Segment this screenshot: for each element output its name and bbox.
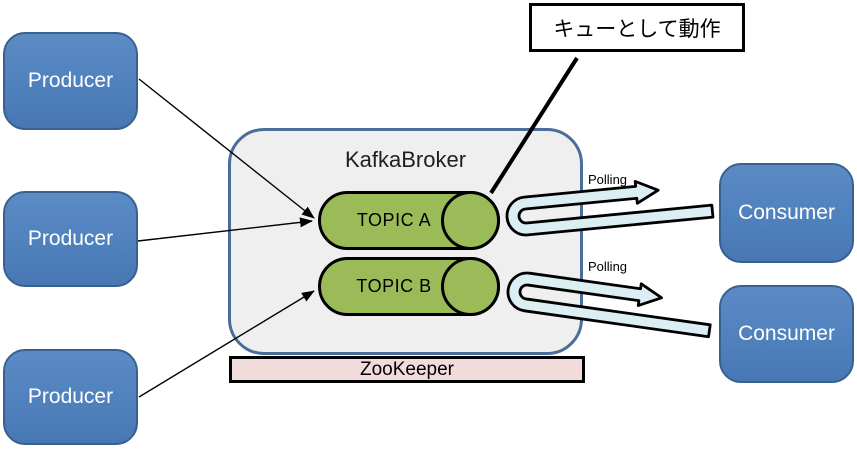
polling-label-1: Polling [588,172,628,187]
zookeeper-bar: ZooKeeper [229,356,585,383]
producer-box-3: Producer [3,349,138,445]
zookeeper-label: ZooKeeper [359,358,454,380]
producer-box-1: Producer [3,32,138,130]
topic-b-label: TOPIC B [356,276,432,296]
annotation-label: キューとして動作 [553,17,721,41]
producer-3-label: Producer [27,385,114,408]
topic-a-end-cap [441,191,500,250]
producer-box-2: Producer [3,191,138,287]
kafka-broker-title: KafkaBroker [344,147,467,172]
producer-1-label: Producer [27,69,114,92]
producer-2-label: Producer [27,227,114,250]
polling-label-2: Polling [588,259,628,274]
consumer-box-2: Consumer [719,285,854,383]
consumer-1-label: Consumer [738,201,835,224]
consumer-box-1: Consumer [719,163,854,263]
annotation-box: キューとして動作 [529,3,745,52]
topic-a-label: TOPIC A [356,210,432,230]
topic-b-end-cap [441,257,500,316]
consumer-2-label: Consumer [738,322,835,345]
